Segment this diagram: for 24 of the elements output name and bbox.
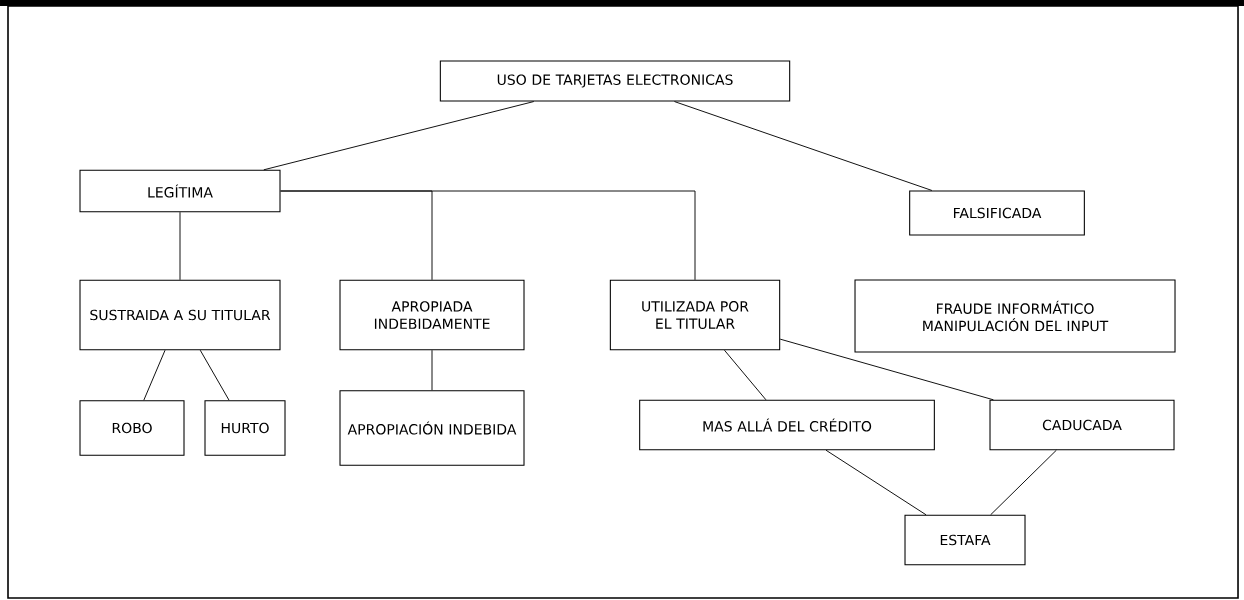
text-box: ESTAFA (904, 514, 1026, 566)
connector-line (263, 101, 535, 171)
connector-line (723, 349, 767, 401)
text-box: MAS ALLÁ DEL CRÉDITO (639, 399, 935, 451)
connector-line (990, 449, 1057, 516)
text-box: APROPIACIÓN INDEBIDA (339, 390, 525, 466)
connector-line (280, 190, 696, 281)
text-box: SUSTRAIDA A SU TITULAR (79, 279, 281, 351)
text-box: ROBO (79, 400, 185, 456)
text-box: FALSIFICADA (909, 190, 1085, 236)
connector-line (673, 101, 933, 191)
text-box: HURTO (204, 400, 286, 456)
connector-line (779, 338, 994, 401)
text-box: LEGÍTIMA (79, 169, 281, 213)
text-box: FRAUDE INFORMÁTICO MANIPULACIÓN DEL INPUT (854, 279, 1176, 353)
connector-line (825, 449, 927, 516)
text-box: CADUCADA (989, 399, 1175, 451)
connector-line (143, 349, 166, 401)
connector-line (199, 349, 230, 401)
connector-line (431, 349, 433, 391)
text-box: USO DE TARJETAS ELECTRONICAS (439, 60, 791, 102)
text-box: UTILIZADA POR EL TITULAR (609, 279, 781, 351)
text-box: APROPIADA INDEBIDAMENTE (339, 279, 525, 351)
connector-line (179, 211, 181, 281)
